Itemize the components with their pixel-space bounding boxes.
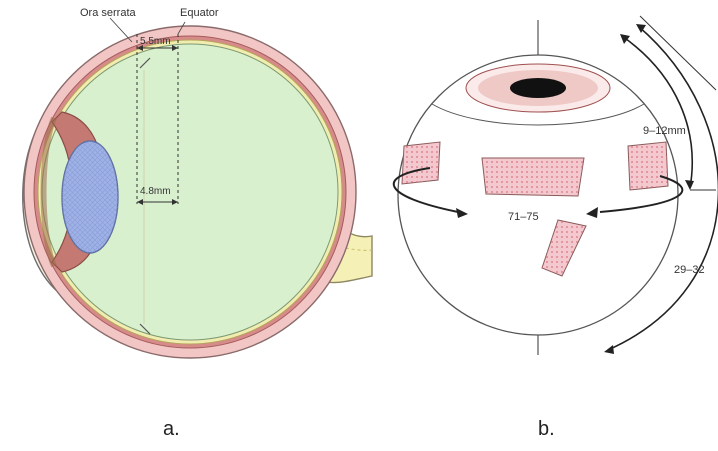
eye-cross-section [23,26,372,358]
eye-globe [394,16,718,355]
distance-top-label: 5.5mm [140,36,171,47]
height-label: 29–32 [674,264,705,276]
equator-label: Equator [180,7,219,19]
muscle-insertion-right [628,142,668,190]
caption-a: a. [163,418,180,441]
distance-bottom-label: 4.8mm [140,186,171,197]
caption-b: b. [538,418,555,441]
pupil [510,78,566,98]
circumference-label: 71–75 [508,211,539,223]
ora-serrata-label: Ora serrata [80,7,137,19]
muscle-insertion-center [482,158,584,196]
muscle-width-label: 9–12mm [643,125,686,137]
muscle-insertion-left [402,142,440,184]
